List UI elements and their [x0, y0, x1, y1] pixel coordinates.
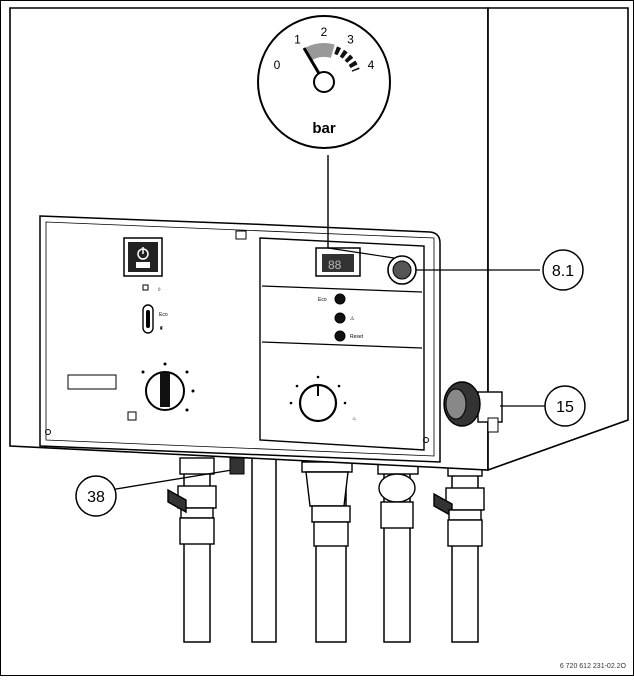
pressure-gauge: 01 2 34 bar	[257, 15, 395, 259]
callout-38: 38	[75, 475, 117, 517]
gauge-tick-label: 3	[347, 33, 354, 47]
sweep-symbol: ♜	[159, 326, 163, 332]
callout-label-15: 15	[556, 399, 574, 416]
callout-15: 15	[544, 385, 586, 427]
heating-temp-knob[interactable]	[298, 383, 338, 423]
fitting-5-lower	[447, 519, 483, 547]
safety-valve	[443, 381, 503, 433]
fitting-3-body	[305, 471, 349, 507]
gauge-tick-label: 2	[321, 25, 328, 39]
valve-handle-1	[167, 488, 187, 514]
eco-button[interactable]	[334, 293, 346, 305]
reset-button[interactable]	[334, 330, 346, 342]
label-plate	[67, 374, 117, 390]
callout-label-8-1: 8.1	[552, 263, 574, 280]
lamp-symbol: ◊	[158, 287, 161, 293]
drain-tap[interactable]	[229, 457, 245, 475]
knob-grip-left	[160, 373, 170, 407]
knob-scale-left	[141, 362, 195, 412]
pipe-2	[251, 449, 277, 643]
knob-scale-right	[289, 375, 347, 405]
tap-icon	[127, 411, 137, 421]
gauge-ticks: 01 2 34	[274, 25, 375, 72]
display-screen	[322, 254, 354, 272]
radiator-symbol: ♨	[352, 416, 356, 422]
fitting-4-body	[378, 473, 416, 503]
document-reference: 6 720 612 231-02.2O	[560, 663, 627, 670]
callout-8-1: 8.1	[542, 249, 584, 291]
screw-left	[45, 429, 51, 435]
panel-clip	[235, 230, 247, 240]
gauge-pointer-line	[327, 247, 395, 259]
label-eco-left: Eco	[159, 312, 168, 318]
display-digits: 88	[328, 258, 342, 272]
gauge-unit: bar	[312, 120, 336, 137]
warning-button[interactable]	[334, 312, 346, 324]
fitting-1-lower	[179, 517, 215, 545]
panel-inner-edge	[45, 221, 435, 457]
callout-label-38: 38	[87, 489, 105, 506]
gauge-tick-label: 4	[368, 58, 375, 72]
fitting-1-top	[179, 457, 215, 475]
label-eco: Eco	[318, 297, 327, 303]
fitting-3-lower	[313, 521, 349, 547]
control-panel: ◊ Eco ♜ 88 Eco ⚠ Reset	[39, 215, 441, 463]
callout-lines	[109, 269, 545, 491]
fitting-3-nut	[311, 505, 351, 523]
fitting-5-nut	[448, 509, 482, 521]
gauge-normal-range	[303, 42, 335, 62]
screw-right	[423, 437, 429, 443]
label-reset: Reset	[350, 334, 364, 340]
pipe-fittings	[167, 457, 485, 547]
pressure-port-inner	[392, 260, 412, 280]
gauge-tick-label: 0	[274, 58, 281, 72]
warning-symbol: ⚠	[350, 316, 355, 322]
gauge-high-range	[334, 46, 360, 72]
gauge-hub	[313, 71, 335, 93]
fitting-4-lower	[380, 501, 414, 529]
status-lamp-icon	[142, 284, 149, 291]
gauge-tick-label: 1	[294, 33, 301, 47]
